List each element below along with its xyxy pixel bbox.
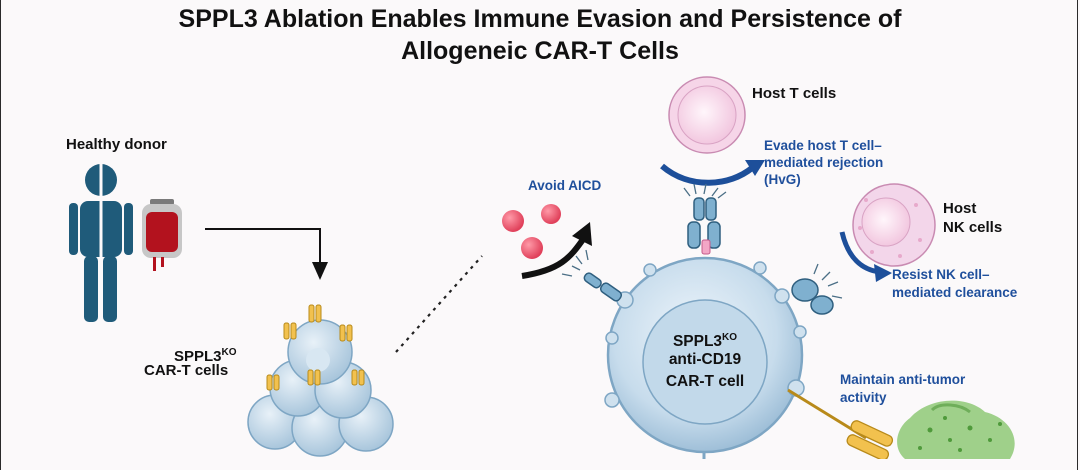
sppl3ko-label: SPPL3KO — [174, 343, 237, 366]
center-sppl3-text: SPPL3 — [672, 333, 723, 351]
resist-line2: mediated clearance — [892, 285, 1018, 300]
host-nk-cell — [852, 183, 936, 267]
zoom-connector — [395, 255, 483, 353]
cart-cells-label: CAR-T cells — [144, 362, 229, 379]
maintain-line2: activity — [840, 390, 887, 405]
evade-line1: Evade host T cell– — [764, 138, 882, 153]
evade-line2: mediated rejection — [764, 155, 884, 170]
arrowhead — [312, 262, 328, 280]
center-cell-line2: anti-CD19 — [668, 351, 742, 368]
figure-title-line1: SPPL3 Ablation Enables Immune Evasion an… — [178, 5, 902, 33]
healthy-donor-label: Healthy donor — [66, 136, 167, 153]
blood-bag-icon — [142, 199, 182, 271]
cart-cell-cluster — [247, 304, 394, 457]
diagram-artwork — [69, 76, 1015, 459]
host-nk-label-line1: Host — [943, 200, 977, 217]
arrowhead — [874, 264, 892, 282]
ko-superscript: KO — [221, 347, 237, 358]
aicd-spheres — [502, 204, 561, 259]
avoid-aicd-arrow — [521, 236, 587, 279]
healthy-donor-icon — [69, 164, 133, 322]
avoid-aicd-label: Avoid AICD — [528, 178, 602, 193]
evade-line3: (HvG) — [764, 172, 801, 187]
figure-title-line2: Allogeneic CAR-T Cells — [401, 37, 679, 65]
donor-to-cart-arrow — [205, 228, 321, 265]
tumor-cell-icon — [897, 400, 1015, 459]
host-nk-label-line2: NK cells — [943, 219, 1003, 236]
center-cell-line1: SPPL3KO — [635, 328, 775, 351]
arrowhead — [745, 160, 765, 176]
center-ko-superscript: KO — [722, 332, 738, 343]
central-cart-cell — [561, 183, 843, 459]
evade-arrow — [660, 163, 754, 186]
car-receptor-yellow — [846, 420, 894, 459]
arrowhead — [572, 222, 592, 246]
host-t-cells-label: Host T cells — [752, 85, 837, 102]
resist-line1: Resist NK cell– — [892, 267, 990, 282]
maintain-line1: Maintain anti-tumor — [840, 372, 966, 387]
host-t-cell — [668, 76, 746, 154]
center-cell-line3: CAR-T cell — [665, 373, 745, 390]
sppl3-text: SPPL3 — [174, 348, 222, 365]
